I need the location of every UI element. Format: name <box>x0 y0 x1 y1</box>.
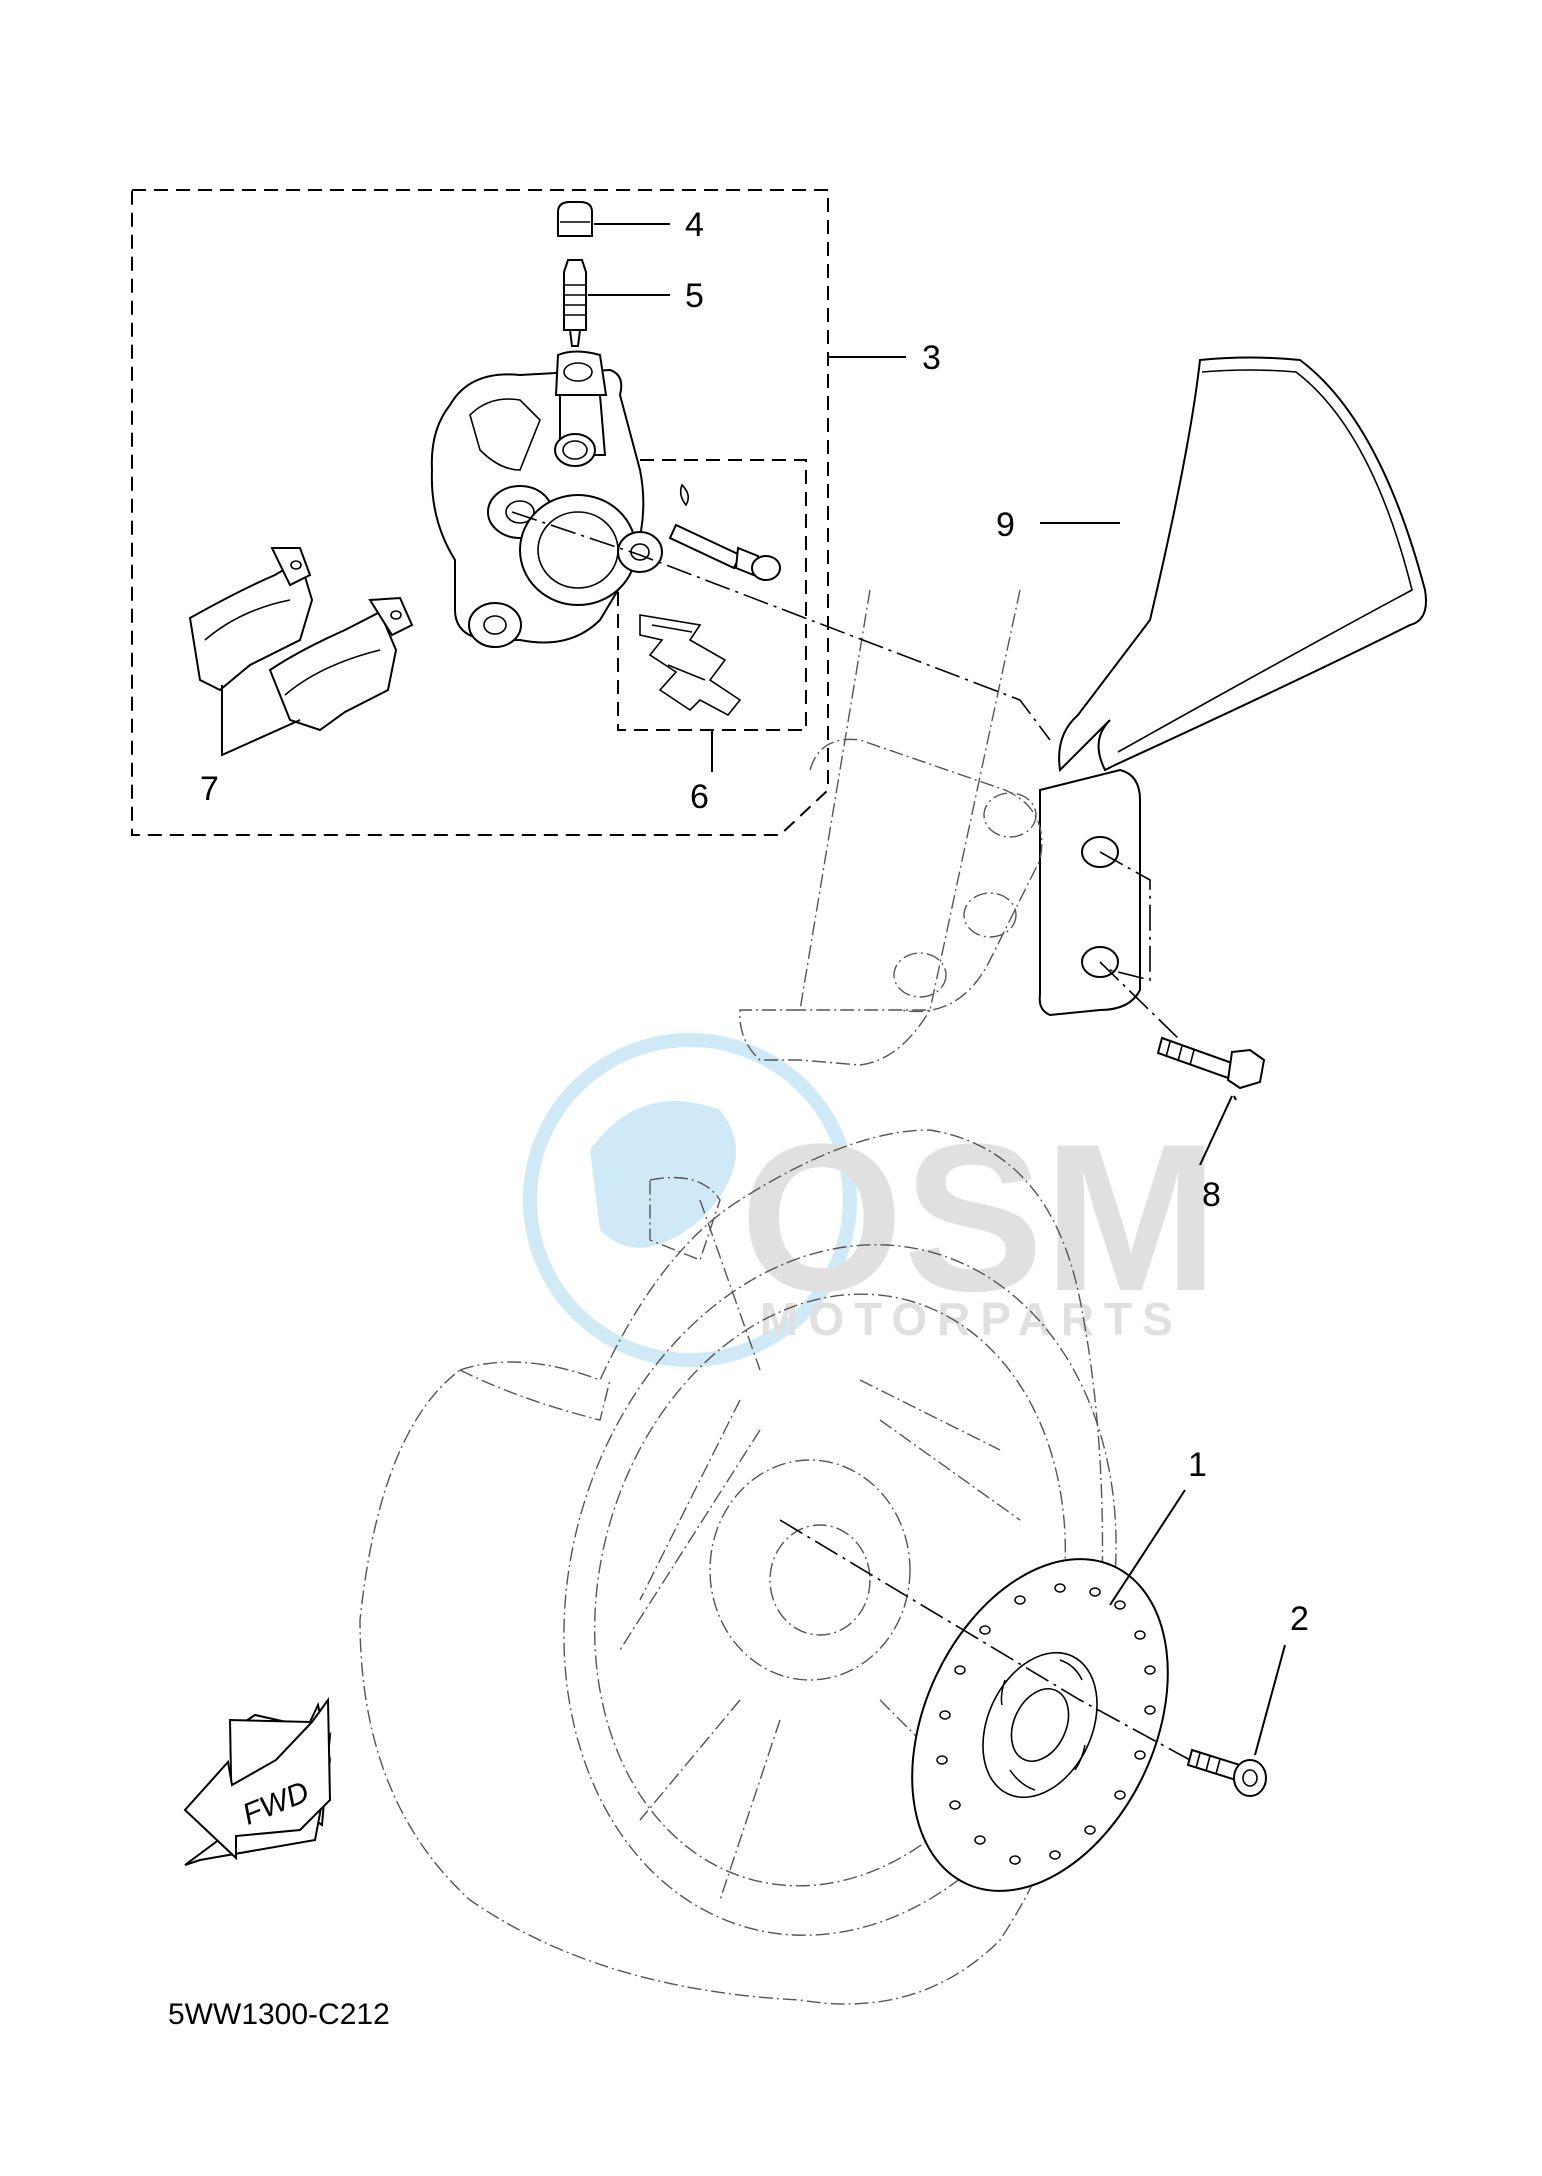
fwd-arrow-icon: FWD <box>183 1697 332 1866</box>
caliper-axis-line <box>511 511 1051 741</box>
watermark-sub: MOTORPARTS <box>760 1293 1183 1345</box>
bleed-screw <box>563 259 587 347</box>
disc-bolt <box>1186 1748 1267 1797</box>
callout-2: 2 <box>1290 1600 1309 1638</box>
brake-disc <box>911 1558 1169 1892</box>
callout-9: 9 <box>996 506 1015 544</box>
holder-axis-line <box>1099 851 1151 982</box>
leader-lines <box>221 223 1286 1756</box>
diagram-code: 5WW1300-C212 <box>168 1998 390 2031</box>
callout-3: 3 <box>922 339 941 377</box>
callout-6: 6 <box>690 778 709 816</box>
callout-1: 1 <box>1188 1446 1207 1484</box>
caliper-body <box>430 350 663 648</box>
bleed-screw-cap <box>557 201 593 237</box>
front-fork <box>739 589 1043 1066</box>
watermark-globe-icon <box>523 1033 857 1367</box>
brake-hose-holder <box>1038 356 1427 1017</box>
disc-axis-line <box>779 1519 1191 1761</box>
seal-kit <box>639 614 742 717</box>
watermark: OSM MOTORPARTS <box>523 1033 1218 1367</box>
callout-7: 7 <box>200 770 219 808</box>
slide-pin <box>668 483 781 581</box>
seal-kit-box <box>617 459 807 731</box>
callout-5: 5 <box>685 277 704 315</box>
caliper-mount-bolt <box>1156 1036 1266 1090</box>
watermark-globe-land <box>590 1101 736 1248</box>
watermark-main: OSM <box>740 1100 1218 1335</box>
callout-4: 4 <box>685 206 704 244</box>
callout-8: 8 <box>1202 1176 1221 1214</box>
brake-pads <box>188 547 414 732</box>
caliper-kit-box <box>131 189 829 836</box>
bolt-axis-line <box>1099 961 1181 1041</box>
